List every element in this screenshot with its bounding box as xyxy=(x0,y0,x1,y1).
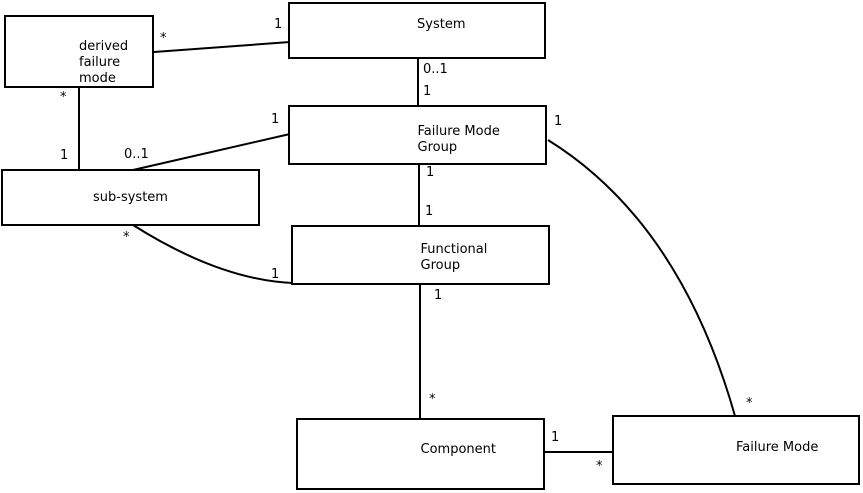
entity-label: Failure Mode Group xyxy=(418,124,500,156)
multiplicity-label: * xyxy=(429,392,436,407)
association-line-sub-system--failure-mode-group xyxy=(132,133,291,171)
entity-label: sub-system xyxy=(3,190,258,206)
multiplicity-label: 0..1 xyxy=(423,62,448,77)
entity-label: Failure Mode xyxy=(736,440,818,456)
multiplicity-label: 1 xyxy=(60,148,69,163)
entity-label: System xyxy=(417,17,465,33)
entity-system: System xyxy=(288,2,546,59)
multiplicity-label: * xyxy=(596,459,603,474)
entity-component: Component xyxy=(296,418,545,490)
multiplicity-label: * xyxy=(160,31,167,46)
multiplicity-label: * xyxy=(123,230,130,245)
entity-failure-mode-group: Failure Mode Group xyxy=(288,105,547,165)
entity-label-line: sub-system xyxy=(93,190,168,205)
multiplicity-label: 1 xyxy=(271,112,280,127)
multiplicity-label: 1 xyxy=(426,165,435,180)
entity-derived-failure-mode: derived failure mode xyxy=(4,15,154,88)
multiplicity-label: 0..1 xyxy=(124,147,149,162)
multiplicity-label: * xyxy=(60,90,67,105)
entity-sub-system: sub-system xyxy=(1,169,260,226)
entity-label-line: System xyxy=(417,17,466,32)
entity-label-line: mode xyxy=(79,71,116,86)
entity-functional-group: Functional Group xyxy=(291,225,550,285)
multiplicity-label: 1 xyxy=(425,204,434,219)
multiplicity-label: * xyxy=(746,396,753,411)
association-line-failure-mode-group--failure-mode xyxy=(547,139,736,417)
entity-failure-mode: Failure Mode xyxy=(612,415,860,485)
entity-label: Component xyxy=(421,442,496,458)
association-line-sub-system--functional-group xyxy=(132,224,294,284)
entity-label-line: Group xyxy=(420,258,461,273)
multiplicity-label: 1 xyxy=(274,17,283,32)
entity-label-line: derived xyxy=(79,39,129,54)
entity-label: derived failure mode xyxy=(79,39,128,87)
multiplicity-label: 1 xyxy=(271,267,280,282)
entity-label-line: failure xyxy=(79,55,121,70)
multiplicity-label: 1 xyxy=(434,288,443,303)
entity-label-line: Failure Mode xyxy=(417,124,500,139)
entity-label-line: Functional xyxy=(420,242,488,257)
association-line-derived-failure-mode--system xyxy=(153,41,291,53)
entity-label-line: Group xyxy=(417,140,458,155)
multiplicity-label: 1 xyxy=(423,84,432,99)
multiplicity-label: 1 xyxy=(554,114,563,129)
entity-label: Functional Group xyxy=(421,242,488,274)
entity-label-line: Failure Mode xyxy=(736,440,819,455)
multiplicity-label: 1 xyxy=(551,430,560,445)
entity-label-line: Component xyxy=(420,442,496,457)
